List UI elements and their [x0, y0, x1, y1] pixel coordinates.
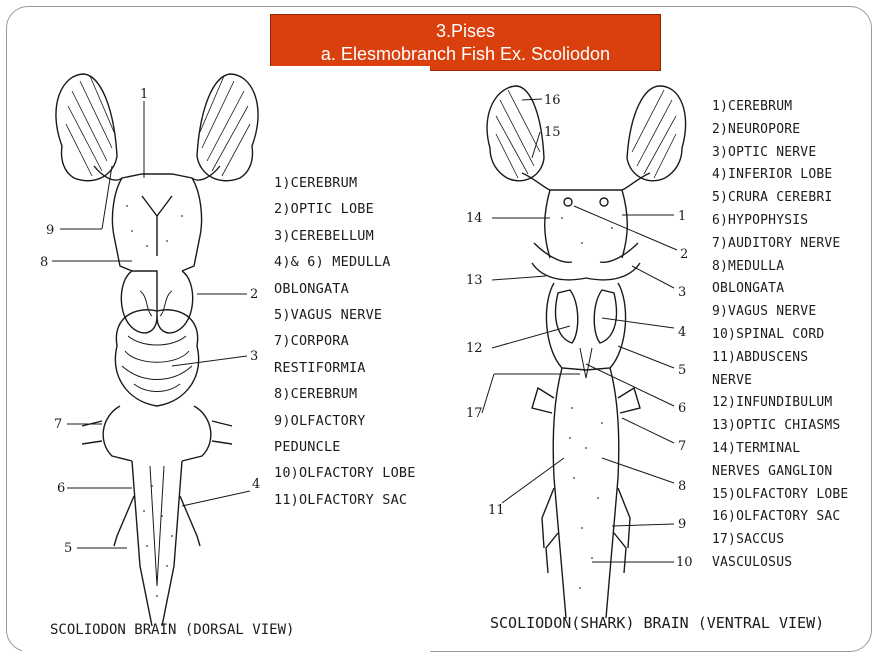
legend-item: 7)CORPORA: [274, 333, 349, 350]
dorsal-label-8: 8: [40, 255, 48, 270]
dorsal-label-6: 6: [57, 481, 65, 496]
legend-item: RESTIFORMIA: [274, 359, 366, 376]
legend-item: 9)VAGUS NERVE: [712, 304, 817, 320]
dorsal-label-2: 2: [250, 287, 258, 302]
legend-item: 5)CRURA CEREBRI: [712, 190, 833, 206]
ventral-label-8: 8: [678, 479, 686, 494]
legend-item: 2)NEUROPORE: [712, 121, 801, 137]
legend-item: 11)OLFACTORY SAC: [274, 491, 408, 508]
ventral-label-1: 1: [678, 209, 686, 224]
ventral-brain-drawing: 16 15 14 1 2 13 3 12 4 5 17 6 7 8 11 9 1…: [466, 85, 693, 619]
legend-item: 3)CEREBELLUM: [274, 227, 374, 244]
legend-item: 17)SACCUS: [712, 532, 785, 548]
ventral-label-3: 3: [678, 285, 686, 300]
dorsal-label-1: 1: [140, 87, 148, 102]
legend-item: VASCULOSUS: [712, 554, 793, 570]
ventral-caption: SCOLIODON(SHARK) BRAIN (VENTRAL VIEW): [490, 614, 825, 632]
legend-item: PEDUNCLE: [274, 439, 341, 456]
ventral-label-11: 11: [488, 503, 505, 518]
ventral-label-12: 12: [466, 341, 483, 356]
legend-item: 4)& 6) MEDULLA: [274, 254, 391, 271]
dorsal-view-figure: 1 9 8 2 3 7 6 4 5 1)CEREBRUM 2)OPTIC LOB…: [22, 66, 430, 656]
ventral-label-5: 5: [678, 363, 686, 378]
legend-item: NERVE: [712, 372, 753, 388]
legend-item: 6)HYPOPHYSIS: [712, 212, 809, 228]
ventral-label-7: 7: [678, 439, 686, 454]
legend-item: OBLONGATA: [274, 280, 349, 297]
ventral-label-14: 14: [466, 211, 483, 226]
ventral-label-9: 9: [678, 517, 686, 532]
ventral-legend: 1)CEREBRUM 2)NEUROPORE 3)OPTIC NERVE 4)I…: [712, 96, 848, 575]
dorsal-caption: SCOLIODON BRAIN (DORSAL VIEW): [50, 622, 295, 638]
title-line-2: a. Elesmobranch Fish Ex. Scoliodon: [320, 44, 611, 64]
legend-item: 14)TERMINAL: [712, 440, 801, 456]
legend-item: 13)OPTIC CHIASMS: [712, 418, 841, 434]
dorsal-label-7: 7: [54, 417, 62, 432]
dorsal-brain-drawing: 1 9 8 2 3 7 6 4 5: [40, 73, 260, 627]
legend-item: 12)INFUNDIBULUM: [712, 395, 833, 411]
ventral-label-15: 15: [544, 125, 561, 140]
legend-item: 8)CEREBRUM: [274, 386, 358, 403]
dorsal-label-4: 4: [252, 477, 260, 492]
legend-item: OBLONGATA: [712, 281, 785, 297]
title-line-1: 3.Pises: [435, 21, 496, 41]
legend-item: 10)OLFACTORY LOBE: [274, 465, 416, 482]
ventral-label-10: 10: [676, 555, 693, 570]
legend-item: 11)ABDUSCENS: [712, 349, 809, 365]
legend-item: 2)OPTIC LOBE: [274, 201, 374, 218]
legend-item: 5)VAGUS NERVE: [274, 307, 383, 324]
ventral-label-2: 2: [680, 247, 688, 262]
legend-item: 1)CEREBRUM: [712, 99, 793, 114]
dorsal-label-5: 5: [64, 541, 72, 556]
legend-item: 16)OLFACTORY SAC: [712, 509, 841, 525]
legend-item: NERVES GANGLION: [712, 463, 833, 479]
legend-item: 4)INFERIOR LOBE: [712, 167, 833, 183]
ventral-view-figure: 16 15 14 1 2 13 3 12 4 5 17 6 7 8 11 9 1…: [462, 78, 858, 640]
ventral-label-4: 4: [678, 325, 686, 340]
dorsal-label-3: 3: [250, 349, 258, 364]
dorsal-legend: 1)CEREBRUM 2)OPTIC LOBE 3)CEREBELLUM 4)&…: [274, 170, 416, 513]
legend-item: 3)OPTIC NERVE: [712, 144, 817, 160]
ventral-label-16: 16: [544, 93, 561, 108]
legend-item: 15)OLFACTORY LOBE: [712, 486, 849, 502]
dorsal-label-9: 9: [46, 223, 54, 238]
legend-item: 10)SPINAL CORD: [712, 326, 825, 342]
legend-item: 7)AUDITORY NERVE: [712, 235, 841, 251]
ventral-label-17: 17: [466, 406, 483, 421]
slide-title: 3.Pises a. Elesmobranch Fish Ex. Scoliod…: [270, 14, 661, 71]
legend-item: 8)MEDULLA: [712, 258, 785, 274]
legend-item: 9)OLFACTORY: [274, 412, 366, 429]
ventral-label-13: 13: [466, 273, 483, 288]
legend-item: 1)CEREBRUM: [274, 175, 358, 191]
ventral-label-6: 6: [678, 401, 686, 416]
slide-frame: [6, 6, 872, 652]
